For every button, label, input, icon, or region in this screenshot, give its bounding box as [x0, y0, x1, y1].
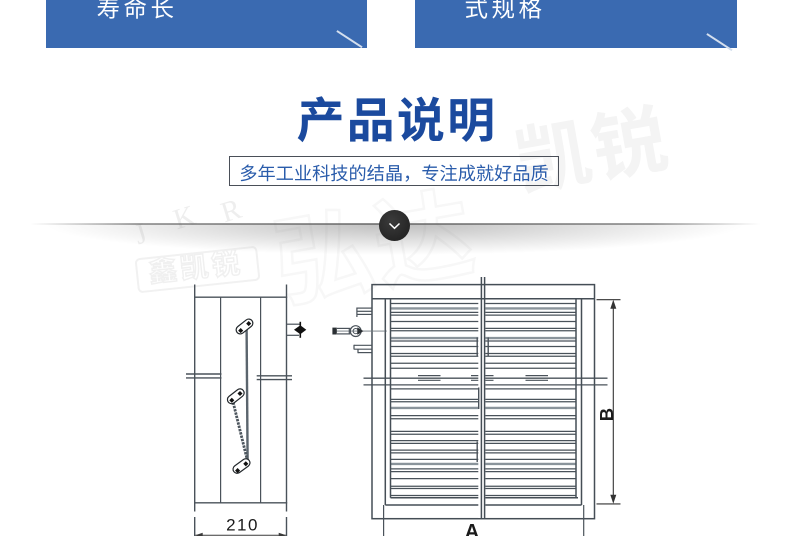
- svg-text:A: A: [465, 521, 479, 536]
- svg-text:210: 210: [226, 516, 259, 535]
- svg-text:B: B: [596, 408, 617, 421]
